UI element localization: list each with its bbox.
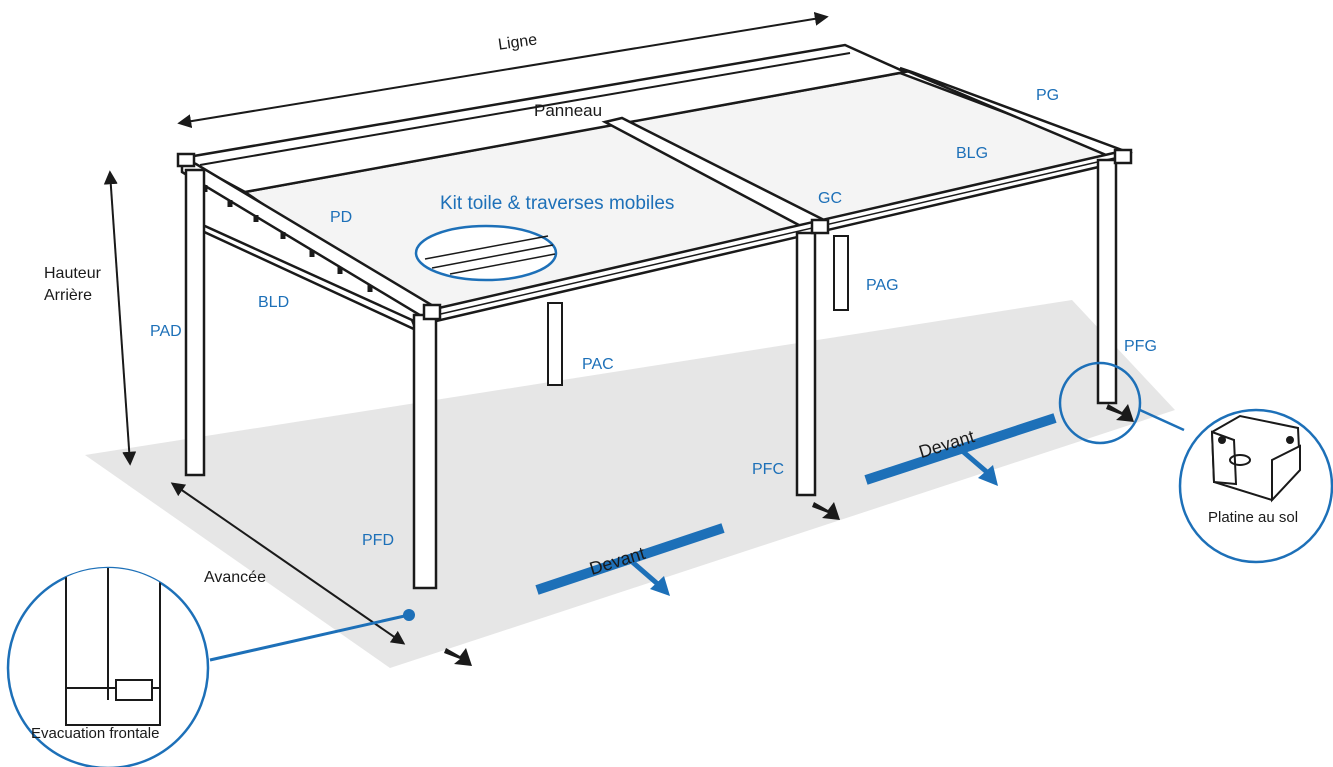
post-pad: [184, 168, 206, 477]
bld-label: BLD: [258, 294, 289, 311]
dimension-arrows: [103, 11, 829, 645]
post-pag: [833, 235, 849, 311]
ground-shadow: [85, 300, 1175, 668]
post-pfc: [795, 231, 817, 497]
post-pac: [547, 302, 563, 386]
avancee-dimension-arrow: [170, 482, 406, 645]
ligne-dimension-arrow: [177, 11, 829, 129]
pg-label: PG: [1036, 87, 1059, 104]
pfg-label: PFG: [1124, 338, 1157, 355]
panneau-label: Panneau: [534, 101, 602, 120]
post-caps: [176, 148, 1133, 321]
platine-callout: [1178, 408, 1333, 564]
pfc-label: PFC: [752, 461, 784, 478]
pd-label: PD: [330, 209, 352, 226]
pac-label: PAC: [582, 356, 614, 373]
evac-connector-line: [209, 613, 410, 662]
avancee-label: Avancée: [204, 569, 266, 586]
evacuation-label: Evacuation frontale: [31, 725, 159, 742]
canvas-detail: [414, 224, 558, 282]
devant-arrow-left: [535, 523, 725, 596]
hauteur-label-line2: Arrière: [44, 287, 92, 304]
pfg-highlight-circle: [1058, 361, 1142, 445]
blg-label: BLG: [956, 145, 988, 162]
pad-label: PAD: [150, 323, 182, 340]
hauteur-dimension-arrow: [103, 170, 137, 466]
back-posts: [547, 235, 849, 386]
gc-label: GC: [818, 190, 842, 207]
post-pfg: [1096, 158, 1118, 405]
platine-connector-line: [1139, 408, 1185, 432]
pag-label: PAG: [866, 277, 899, 294]
post-direction-arrows: [444, 404, 1134, 666]
post-pfd: [412, 313, 438, 590]
platine-label: Platine au sol: [1208, 509, 1298, 526]
hauteur-label-line1: Hauteur: [44, 265, 102, 282]
devant-arrow-right: [864, 413, 1057, 486]
pfd-label: PFD: [362, 532, 394, 549]
kit-label: Kit toile & traverses mobiles: [440, 193, 674, 214]
evacuation-callout: [6, 566, 210, 767]
ligne-label: Ligne: [497, 31, 538, 53]
